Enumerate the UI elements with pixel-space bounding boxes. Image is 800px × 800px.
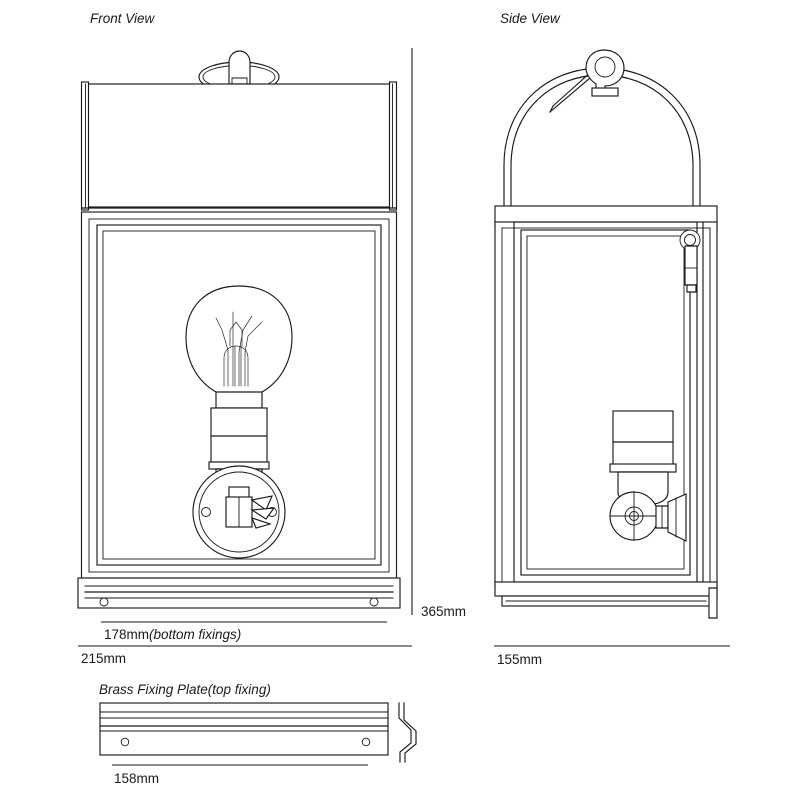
side-glass-panel <box>520 229 691 576</box>
glazed-front-panel <box>96 224 382 566</box>
dimension-fixings-value: 178mm <box>104 627 149 642</box>
side-base-plate <box>494 581 718 607</box>
fixing-plate-screw-hole-right <box>361 737 371 747</box>
rear-post <box>702 221 711 589</box>
brass-fixing-plate <box>99 702 389 756</box>
bottom-tail <box>708 587 718 619</box>
top-finial <box>228 50 251 85</box>
fixing-plate-screw-hole-left <box>120 737 130 747</box>
upper-hood-panel <box>84 83 394 208</box>
incandescent-bulb <box>185 285 293 409</box>
front-view-group: 365mm 178mm(bottom fixings) 215mm <box>77 48 466 666</box>
fixing-plate-group: Brass Fixing Plate(top fixing) <box>99 682 417 786</box>
front-view-label: Front View <box>90 11 156 26</box>
bottom-fixing-hole-right <box>369 597 379 607</box>
backplate-screw-hole-left <box>201 507 211 517</box>
dimension-depth-label: 155mm <box>497 652 542 667</box>
circular-wall-backplate <box>192 465 286 559</box>
glazed-section-rail <box>88 218 390 573</box>
dimension-fixings-note: (bottom fixings) <box>149 627 241 642</box>
bulb-filament <box>215 311 263 387</box>
dimension-height-label: 365mm <box>421 604 466 619</box>
z-section-profile <box>398 702 417 763</box>
glazed-panel-inner <box>102 230 376 560</box>
side-view-label: Side View <box>500 11 561 26</box>
door-hinge-loop <box>679 229 701 293</box>
top-hook <box>585 49 625 97</box>
fixing-plate-label-note: (top fixing) <box>208 682 271 697</box>
angled-wall-bracket <box>609 491 687 542</box>
dimension-plate-width-label: 158mm <box>114 771 159 786</box>
fixing-plate-label: Brass Fixing Plate(top fixing) <box>99 682 271 697</box>
bottom-fixing-hole-left <box>99 597 109 607</box>
corner-post-right <box>388 81 398 211</box>
dimension-overall-width-label: 215mm <box>81 651 126 666</box>
socket-key-detail <box>250 495 276 529</box>
fixing-plate-label-value: Brass Fixing Plate <box>99 682 208 697</box>
dimension-fixings-label: 178mm(bottom fixings) <box>104 627 241 642</box>
base-band <box>77 577 401 609</box>
side-glass-inner <box>526 235 685 570</box>
side-view-group: 155mm <box>494 49 730 667</box>
corner-post-left <box>80 81 90 211</box>
